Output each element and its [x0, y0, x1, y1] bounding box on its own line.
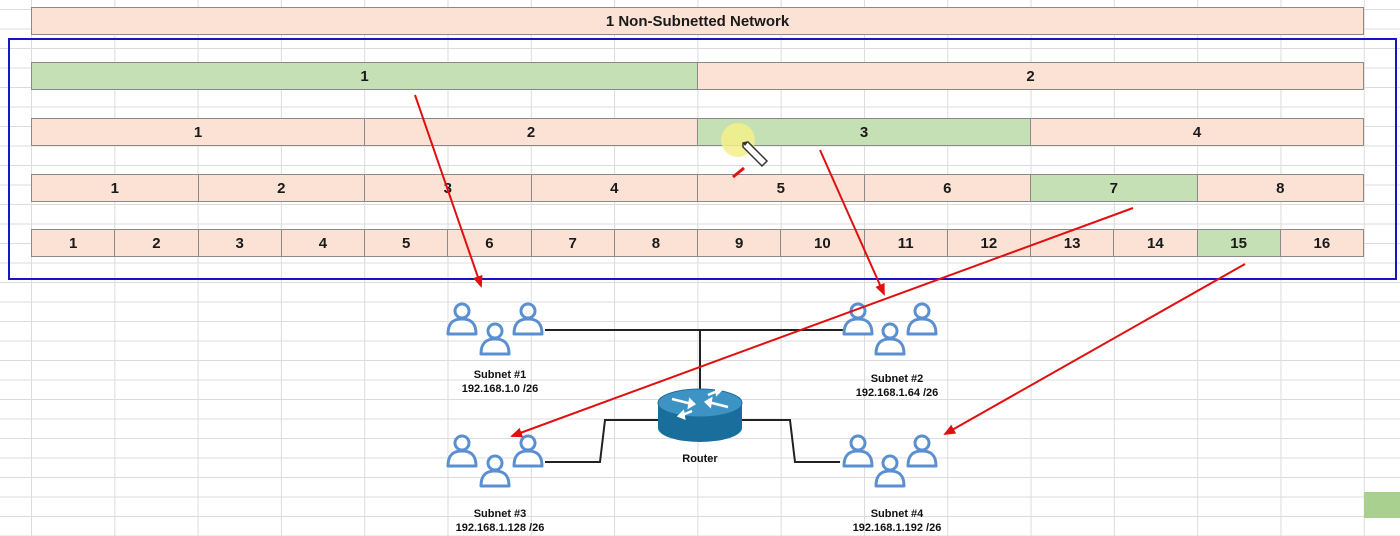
pen-mark: [732, 166, 745, 179]
subnet-cell: 2: [114, 230, 198, 256]
subnet-1-label: Subnet #1 192.168.1.0 /26: [425, 368, 575, 396]
subnet-4-address: 192.168.1.192 /26: [852, 522, 942, 534]
arrow-subnet-2: [819, 149, 885, 296]
link-subnet-4: [740, 419, 840, 463]
spreadsheet-cell-highlight: [1364, 492, 1400, 518]
subnet-cell: 7: [1030, 175, 1197, 201]
subnet-cell: 8: [613, 230, 697, 256]
pencil-cursor-icon: [742, 141, 769, 168]
subnet-selection-frame: [8, 38, 1397, 280]
router-icon: [657, 386, 743, 442]
network-links: [545, 329, 855, 463]
subnet-4-label: Subnet #4 192.168.1.192 /26: [822, 507, 972, 535]
subnet-cell: 9: [697, 230, 781, 256]
mapping-arrows: [414, 94, 1246, 438]
subnet-cell: 7: [530, 230, 614, 256]
subnet-cell: 4: [280, 230, 364, 256]
subnet-4-users-icon: [842, 434, 938, 488]
subnet-cell: 4: [1030, 119, 1363, 145]
subnet-3-name: Subnet #3: [473, 508, 527, 520]
subnet-1-users-icon: [446, 302, 544, 356]
subnet-cell: 13: [1030, 230, 1114, 256]
subnet-2-label: Subnet #2 192.168.1.64 /26: [822, 372, 972, 400]
subnet-cell: 8: [1196, 175, 1363, 201]
subnet-cell: 5: [697, 175, 864, 201]
subnet-cell: 3: [197, 230, 281, 256]
subnet-cell: 1: [32, 63, 697, 89]
subnet-cell: 1: [32, 230, 115, 256]
network-title: 1 Non-Subnetted Network: [32, 8, 1363, 34]
subnet-3-label: Subnet #3 192.168.1.128 /26: [425, 507, 575, 535]
subnet-cell: 1: [32, 175, 198, 201]
subnet-cell: 2: [364, 119, 697, 145]
subnet-cell: 1: [32, 119, 364, 145]
subnet-cell: 16: [1279, 230, 1363, 256]
subnet-2-users-icon: [842, 302, 938, 356]
subnet-3-users-icon: [446, 434, 544, 488]
subnet-cell: 11: [863, 230, 947, 256]
subnet-cell: 2: [197, 175, 364, 201]
arrow-subnet-3: [510, 207, 1134, 438]
subnet-2-name: Subnet #2: [870, 373, 924, 385]
arrow-subnet-1: [414, 94, 483, 288]
subnet-cell: 6: [863, 175, 1030, 201]
subnet-4-name: Subnet #4: [870, 508, 924, 520]
subnet-cell: 6: [447, 230, 531, 256]
subnet-2-address: 192.168.1.64 /26: [855, 387, 939, 399]
subnet-cell: 2: [697, 63, 1363, 89]
subnet-cell: 15: [1196, 230, 1280, 256]
subnet-cell: 14: [1113, 230, 1197, 256]
non-subnetted-network-bar: 1 Non-Subnetted Network: [31, 7, 1364, 35]
subnet-cell: 4: [530, 175, 697, 201]
subnet-3-address: 192.168.1.128 /26: [455, 522, 545, 534]
link-subnet-3: [545, 419, 662, 463]
arrow-subnet-4: [943, 263, 1246, 435]
subnet-1-name: Subnet #1: [473, 369, 527, 381]
subnet-1-address: 192.168.1.0 /26: [461, 383, 539, 395]
subnet-cell: 10: [780, 230, 864, 256]
subnet-cell: 5: [364, 230, 448, 256]
router-label: Router: [682, 453, 718, 465]
